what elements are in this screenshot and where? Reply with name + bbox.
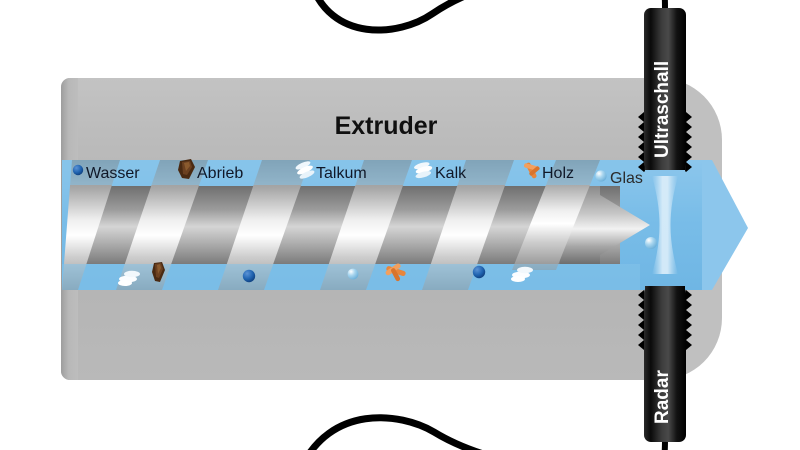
material-label-text: Talkum xyxy=(316,165,367,182)
radar-cable-lead xyxy=(661,437,668,450)
screw-flight xyxy=(422,160,514,290)
radar-label: Radar xyxy=(652,370,673,424)
material-label-glas: Glas xyxy=(595,170,643,187)
wood-chip-icon xyxy=(385,263,406,282)
glass-bead-icon xyxy=(645,237,657,249)
screw-flights xyxy=(62,160,600,290)
screw-flight xyxy=(218,160,310,290)
extruder-screw xyxy=(62,160,650,290)
talc-flake-icon xyxy=(295,161,315,179)
material-label-text: Wasser xyxy=(86,165,140,182)
material-label-text: Glas xyxy=(610,170,643,187)
melt-top-band xyxy=(62,160,640,185)
chalk-flake-icon xyxy=(118,270,140,286)
abrasion-chunk-icon xyxy=(178,159,195,179)
screw-flight xyxy=(62,160,120,290)
sensor-ultraschall[interactable]: Ultraschall xyxy=(638,8,692,172)
material-label-holz: Holz xyxy=(524,162,574,182)
water-droplet-icon xyxy=(72,164,84,176)
measurement-beam xyxy=(652,176,678,274)
screw-flight xyxy=(512,160,600,270)
radar-body xyxy=(644,286,686,442)
ultraschall-cable xyxy=(315,0,465,34)
screw-flight xyxy=(116,160,208,290)
screw-tip xyxy=(585,186,650,264)
glass-bead-icon xyxy=(595,170,607,182)
material-label-text: Holz xyxy=(542,165,574,182)
chalk-flake-icon xyxy=(511,266,533,282)
ultraschall-body xyxy=(644,8,686,170)
screw-flight xyxy=(320,160,412,290)
radar-threads xyxy=(638,290,692,350)
radar-cable xyxy=(307,414,483,450)
ultraschall-label: Ultraschall xyxy=(652,61,673,158)
material-label-text: Kalk xyxy=(435,165,467,182)
material-labels: Wasser Abrieb Talkum Kalk xyxy=(72,159,643,187)
melt-exit-tip xyxy=(690,160,748,290)
ultraschall-threads xyxy=(638,112,692,172)
ultraschall-cable-lead xyxy=(661,0,668,11)
extruder-title: Extruder xyxy=(335,112,438,140)
abrasion-chunk-icon xyxy=(152,262,165,282)
sensor-radar[interactable]: Radar xyxy=(638,286,692,442)
water-droplet-icon xyxy=(242,269,256,283)
glass-bead-icon xyxy=(347,268,359,280)
material-label-wasser: Wasser xyxy=(72,164,140,182)
material-label-text: Abrieb xyxy=(197,165,243,182)
wood-chip-icon xyxy=(524,162,540,179)
chalk-flake-icon xyxy=(414,162,433,179)
melt-particles xyxy=(118,237,657,286)
material-label-abrieb: Abrieb xyxy=(178,159,243,182)
material-label-talkum: Talkum xyxy=(295,161,367,182)
material-label-kalk: Kalk xyxy=(414,162,467,182)
water-droplet-icon xyxy=(472,265,486,279)
